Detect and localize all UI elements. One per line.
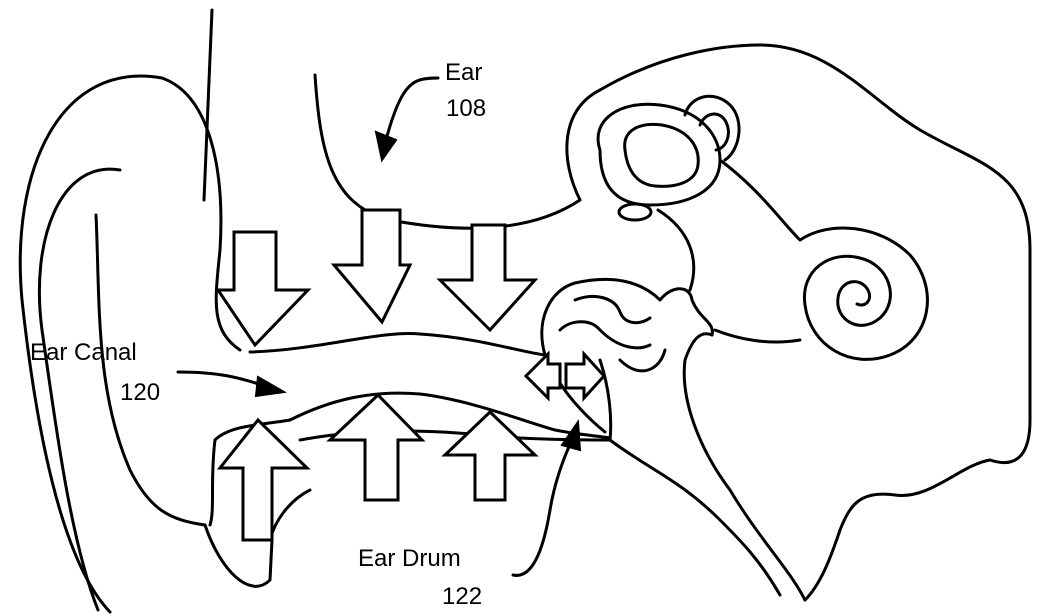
- drum-pointer-arrowhead: [562, 422, 580, 450]
- left-arrow: [526, 354, 560, 398]
- up-arrow: [330, 395, 422, 500]
- down-arrow: [334, 210, 410, 322]
- ear-drum-label: Ear Drum: [358, 545, 461, 572]
- up-arrow: [220, 420, 307, 540]
- down-arrows: [218, 210, 535, 345]
- ear-pointer-arrowhead: [376, 132, 396, 160]
- ear-number: 108: [446, 95, 486, 122]
- canal-pointer-arrowhead: [256, 377, 284, 396]
- ear-canal-number: 120: [120, 379, 160, 406]
- up-arrows: [220, 395, 535, 540]
- up-arrow: [445, 412, 535, 500]
- ear-label: Ear: [445, 59, 482, 86]
- down-arrow: [440, 225, 535, 330]
- ear-canal-label: Ear Canal: [30, 339, 137, 366]
- right-arrow: [566, 354, 604, 398]
- ear-drum-number: 122: [442, 583, 482, 610]
- down-arrow: [218, 232, 308, 345]
